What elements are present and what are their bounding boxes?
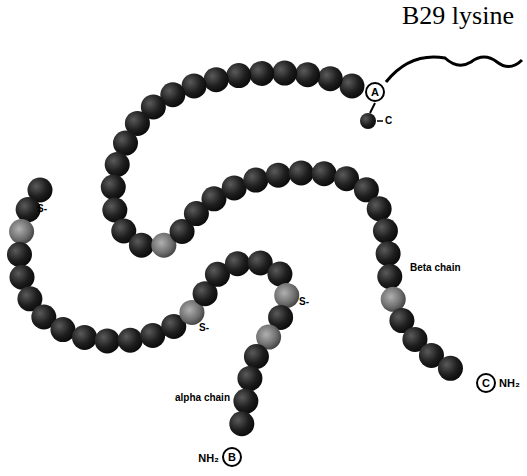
- amino-acid-bead: [274, 283, 299, 308]
- amino-acid-bead: [376, 241, 401, 266]
- amino-acid-bead: [9, 219, 34, 244]
- amino-acid-bead: [312, 161, 337, 186]
- disulfide-label: S-: [199, 322, 209, 333]
- amino-acid-bead: [7, 242, 32, 267]
- amino-acid-bead: [267, 262, 292, 287]
- amino-acid-bead: [95, 328, 120, 353]
- disulfide-label: S-: [299, 296, 309, 307]
- chain-name: alpha chain: [175, 392, 230, 403]
- amino-acid-bead: [237, 366, 262, 391]
- amino-terminus-label: NH₂: [499, 377, 520, 389]
- terminal-letter: C: [482, 378, 490, 389]
- amino-acid-bead: [229, 411, 254, 436]
- amino-acid-bead: [249, 61, 274, 86]
- amino-acid-bead: [226, 63, 251, 88]
- amino-acid-bead: [318, 66, 343, 91]
- terminal-circle: B: [222, 447, 242, 467]
- terminal-circle: C: [476, 373, 496, 393]
- amino-acid-bead: [233, 389, 258, 414]
- amino-acid-bead: [10, 265, 35, 290]
- amino-acid-bead: [101, 175, 126, 200]
- amino-terminus-label: NH₂: [198, 452, 219, 464]
- amino-acid-bead: [50, 317, 75, 342]
- amino-acid-bead: [105, 152, 130, 177]
- amino-acid-bead: [16, 197, 41, 222]
- amino-acid-bead: [222, 175, 247, 200]
- amino-acid-bead: [118, 328, 143, 353]
- amino-acid-bead: [367, 196, 392, 221]
- bond-line: [370, 103, 375, 113]
- terminal-letter: B: [228, 452, 236, 463]
- disulfide-label: S-: [37, 203, 47, 214]
- amino-acid-bead: [289, 160, 314, 185]
- bond-dash: [377, 120, 383, 122]
- amino-acid-bead: [340, 74, 365, 99]
- terminal-letter: A: [371, 87, 379, 98]
- amino-acid-bead: [272, 61, 297, 86]
- amino-acid-bead: [295, 62, 320, 87]
- amino-acid-bead: [244, 344, 269, 369]
- amino-acid-chains: [7, 61, 463, 437]
- amino-acid-bead: [72, 325, 97, 350]
- amino-acid-bead: [204, 67, 229, 92]
- amino-acid-bead: [377, 264, 402, 289]
- carboxyl-label: C: [385, 115, 392, 126]
- title-label: B29 lysine: [402, 2, 514, 31]
- amino-acid-bead: [225, 251, 250, 276]
- amino-acid-bead: [243, 168, 268, 193]
- amino-acid-bead: [266, 163, 291, 188]
- terminal-bead: [360, 113, 376, 129]
- lysine-tail: [386, 57, 522, 82]
- amino-acid-bead: [438, 356, 463, 381]
- amino-acid-bead: [373, 218, 398, 243]
- amino-acid-bead: [129, 233, 154, 258]
- chain-name: Beta chain: [410, 262, 461, 273]
- amino-acid-bead: [113, 131, 138, 156]
- terminal-circle: A: [365, 82, 385, 102]
